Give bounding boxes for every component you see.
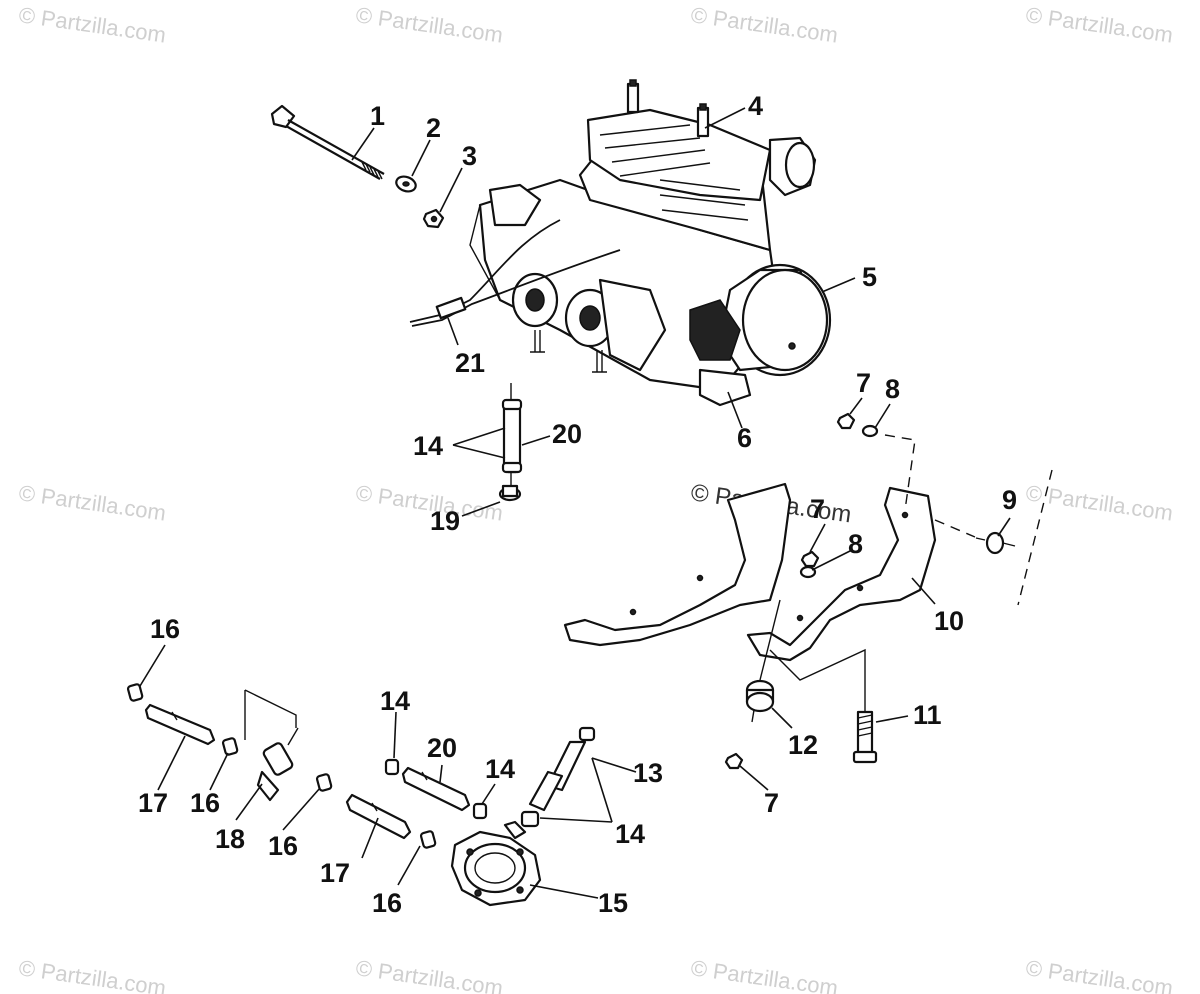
- callout-16-c: 16: [268, 831, 298, 861]
- rubber-mount-part-12: [745, 679, 775, 723]
- watermark: © Partzilla.com: [689, 2, 839, 47]
- nut-part-7-upper: [836, 412, 856, 430]
- engine-assembly: [469, 79, 832, 407]
- callout-6: 6: [737, 423, 752, 453]
- watermark: © Partzilla.com: [354, 2, 504, 47]
- clamp-part-14-b: [384, 758, 400, 776]
- tube-part-20-upper: [501, 383, 523, 485]
- nut-part-7-lower: [724, 752, 744, 770]
- callout-19: 19: [430, 506, 460, 536]
- callout-5: 5: [862, 262, 877, 292]
- clamp-part-16-b: [221, 737, 239, 756]
- watermark: © Partzilla.com: [17, 480, 167, 525]
- watermark: © Partzilla.com: [1024, 480, 1174, 525]
- hose-part-17-a: [144, 703, 216, 746]
- callout-17-a: 17: [138, 788, 168, 818]
- washer-part-8-upper: [861, 424, 879, 438]
- clamp-part-14-c: [472, 802, 488, 820]
- callout-21: 21: [455, 348, 485, 378]
- callout-9: 9: [1002, 485, 1017, 515]
- recoil-cover-part-5: [718, 263, 832, 377]
- watermark: © Partzilla.com: [354, 955, 504, 994]
- callout-16-b: 16: [190, 788, 220, 818]
- callout-15: 15: [598, 888, 628, 918]
- bolt-part-11: [852, 710, 878, 764]
- fuel-pump-part-15: [450, 820, 542, 907]
- callout-14-c: 14: [485, 754, 515, 784]
- watermark: © Partzilla.com: [17, 955, 167, 994]
- callout-12: 12: [788, 730, 818, 760]
- cable-part-21: [409, 219, 621, 327]
- callout-16-d: 16: [372, 888, 402, 918]
- bolt-part-1: [270, 104, 385, 180]
- callout-17-b: 17: [320, 858, 350, 888]
- fitting-part-19: [498, 484, 522, 502]
- callout-13: 13: [633, 758, 663, 788]
- callout-2: 2: [426, 113, 441, 143]
- callout-8-middle: 8: [848, 529, 863, 559]
- washer-part-2: [395, 175, 417, 193]
- callout-7-upper: 7: [856, 368, 871, 398]
- tube-part-13: [520, 726, 596, 828]
- mount-bracket-part-10-front: [746, 486, 937, 662]
- callout-14-upper: 14: [413, 431, 443, 461]
- callout-11: 11: [913, 700, 942, 730]
- clamp-part-16-a: [126, 683, 144, 702]
- hose-part-20-b: [401, 766, 471, 812]
- nut-part-7-middle: [800, 550, 820, 568]
- callout-20-b: 20: [427, 733, 457, 763]
- callout-7-lower: 7: [764, 788, 779, 818]
- assembly-guides: [759, 434, 1053, 712]
- watermark: © Partzilla.com: [17, 2, 167, 47]
- clamp-part-16-c: [315, 773, 333, 792]
- callout-8-upper: 8: [885, 374, 900, 404]
- watermark: © Partzilla.com: [689, 955, 839, 994]
- hose-part-17-b: [345, 793, 412, 840]
- callout-16-a: 16: [150, 614, 180, 644]
- mount-bracket-part-10-rear: [563, 482, 792, 647]
- valve-part-18: [244, 689, 299, 802]
- stud-part-9: [975, 531, 1016, 555]
- callout-3: 3: [462, 141, 477, 171]
- leader-lines: [139, 107, 1011, 899]
- watermark: © Partzilla.com: [1024, 955, 1174, 994]
- callout-18: 18: [215, 824, 245, 854]
- callout-7-middle: 7: [810, 494, 825, 524]
- washer-part-8-middle: [799, 565, 817, 579]
- clamp-part-16-d: [419, 830, 437, 849]
- callout-14-b: 14: [380, 686, 410, 716]
- callout-14-d: 14: [615, 819, 645, 849]
- callout-4: 4: [748, 91, 763, 121]
- callout-1: 1: [370, 101, 385, 131]
- callout-labels: 1 2 3 4 5 6 7 8 7 8 9 10 11 12 7 13 14 2…: [138, 91, 1017, 918]
- nut-part-3: [422, 208, 445, 229]
- callout-20-upper: 20: [552, 419, 582, 449]
- spark-plug-part-4: [626, 79, 710, 138]
- callout-10: 10: [934, 606, 964, 636]
- watermark: © Partzilla.com: [1024, 2, 1174, 47]
